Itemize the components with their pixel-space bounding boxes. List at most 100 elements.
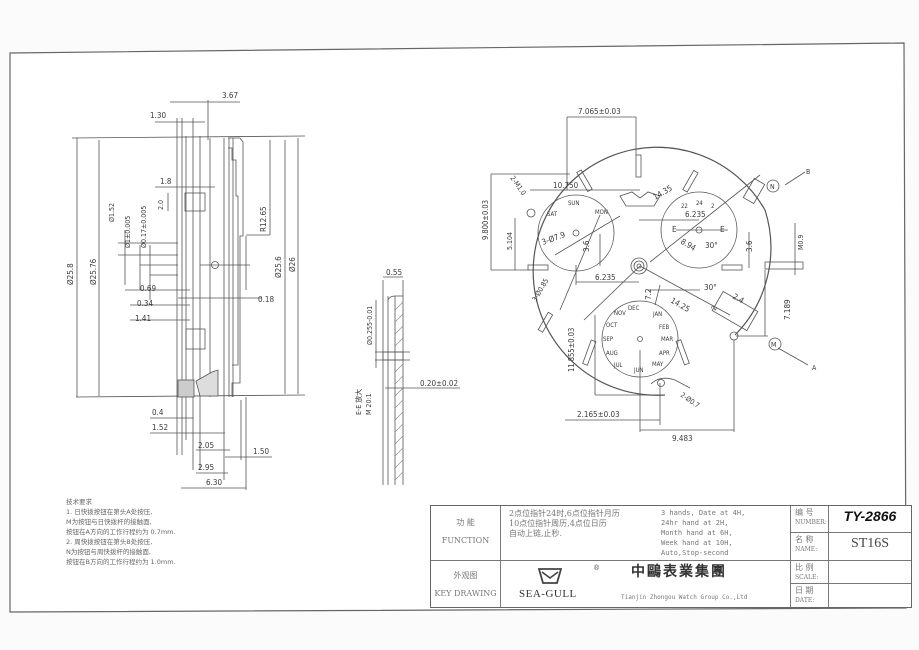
notes-line: N为按钮与周快拨杆的接触面,: [66, 548, 151, 556]
notes-line: M为按钮与日快拨杆的接触面,: [66, 518, 152, 526]
name-label: 名 称 NAME:: [791, 533, 829, 561]
function-en-line: Auto,Stop-second: [661, 549, 729, 557]
svg-text:1.30: 1.30: [150, 111, 166, 120]
svg-text:0.4: 0.4: [152, 408, 164, 417]
function-en-line: 24hr hand at 2H,: [661, 519, 729, 527]
svg-text:7.065±0.03: 7.065±0.03: [578, 107, 621, 116]
notes-line: 按钮在A方向的工作行程约为 0.7mm.: [66, 528, 176, 536]
svg-text:JUL: JUL: [613, 362, 623, 369]
svg-text:2: 2: [710, 305, 719, 312]
brand-area: ® SEA-GULL 中鷗表業集團 Tianjin Zhongou Watch …: [501, 561, 791, 607]
date-label: 日 期 DATE:: [791, 584, 829, 607]
svg-text:30°: 30°: [704, 283, 717, 292]
scale-label-en: SCALE:: [795, 574, 819, 581]
svg-text:0.20±0.02: 0.20±0.02: [420, 379, 458, 388]
svg-text:1.8: 1.8: [160, 177, 172, 186]
scale-label: 比 例 SCALE:: [791, 561, 829, 584]
function-cn-line: 10点位指针周历,4点位日历: [509, 519, 607, 528]
svg-text:3.6: 3.6: [745, 240, 754, 252]
number-label: 编 号 NUMBER:: [791, 506, 829, 533]
svg-text:Ø25.8: Ø25.8: [65, 263, 75, 285]
svg-text:JUN: JUN: [633, 367, 644, 374]
svg-text:5.104: 5.104: [506, 232, 514, 250]
svg-text:0.34: 0.34: [137, 299, 153, 308]
drawing-name: ST16S: [829, 533, 911, 561]
svg-text:APR: APR: [659, 350, 670, 357]
svg-text:E-E 放大: E-E 放大: [354, 389, 363, 415]
svg-text:30°: 30°: [705, 241, 718, 250]
svg-text:1.52: 1.52: [152, 423, 168, 432]
svg-text:B: B: [806, 168, 810, 176]
svg-text:DEC: DEC: [628, 305, 640, 312]
company-name-en: Tianjin Zhongou Watch Group Co.,Ltd: [621, 594, 748, 601]
drawing-number: TY-2866: [829, 506, 911, 533]
name-label-cn: 名 称: [795, 535, 814, 544]
date-label-cn: 日 期: [795, 586, 814, 595]
seagull-logo-icon: [537, 568, 563, 584]
number-label-cn: 编 号: [795, 508, 814, 517]
svg-text:NOV: NOV: [614, 310, 626, 317]
svg-text:AUG: AUG: [606, 350, 618, 357]
section-view-labels: 0.55 Ø0.255-0.01 0.20±0.02 E-E 放大 M 20:1: [354, 268, 458, 415]
drawing-frame: [9, 42, 907, 613]
svg-text:MAY: MAY: [652, 361, 664, 368]
svg-text:E: E: [672, 225, 677, 234]
function-label-en: FUNCTION: [441, 536, 490, 545]
svg-text:1.41: 1.41: [135, 314, 151, 323]
function-en-line: Week hand at 10H,: [661, 539, 733, 547]
date-value: [829, 584, 911, 607]
notes-line: 按钮在B方向的工作行程约为 1.0mm.: [66, 558, 176, 566]
svg-text:SAT: SAT: [547, 211, 558, 218]
notes-line: 2. 周快拨按钮在第头B处按压,: [66, 538, 153, 546]
key-drawing-label: 外观图 KEY DRAWING: [431, 561, 501, 607]
scale-value: [829, 561, 911, 584]
section-view: [375, 276, 460, 485]
svg-text:11.855±0.03: 11.855±0.03: [567, 328, 576, 372]
function-label: 功 能 FUNCTION: [431, 506, 501, 561]
function-label-cn: 功 能: [456, 518, 475, 527]
svg-text:SEP: SEP: [603, 336, 614, 343]
key-drawing-en: KEY DRAWING: [434, 589, 497, 598]
date-label-en: DATE:: [795, 597, 815, 604]
svg-text:M0.9: M0.9: [797, 235, 805, 250]
svg-text:Ø0.255-0.01: Ø0.255-0.01: [366, 306, 374, 345]
svg-text:0.69: 0.69: [140, 284, 156, 293]
function-cn: 2点位指针24时,6点位指针月历 10点位指针周历,4点位日历 自动上链,止秒.: [501, 506, 653, 561]
svg-text:3.67: 3.67: [222, 91, 238, 100]
svg-text:9.800±0.03: 9.800±0.03: [481, 200, 490, 240]
function-en-line: 3 hands, Date at 4H,: [661, 509, 746, 517]
side-view: [71, 100, 306, 490]
svg-text:MON: MON: [595, 209, 608, 216]
svg-text:2.165±0.03: 2.165±0.03: [577, 410, 620, 419]
technical-notes: 技术要求 1. 日快拨按钮在第头A处按压, M为按钮与日快拨杆的接触面, 按钮在…: [66, 497, 246, 567]
svg-text:7.2: 7.2: [644, 289, 653, 300]
registered-mark: ®: [593, 564, 600, 572]
function-cn-line: 2点位指针24时,6点位指针月历: [509, 509, 620, 518]
svg-text:M 20:1: M 20:1: [365, 393, 373, 415]
svg-text:9.483: 9.483: [672, 434, 693, 443]
brand-name: SEA-GULL: [519, 588, 577, 600]
svg-text:2.95: 2.95: [198, 463, 214, 472]
svg-text:Ø26: Ø26: [287, 257, 297, 272]
svg-text:3.6: 3.6: [582, 240, 591, 252]
svg-text:6.235: 6.235: [595, 273, 616, 282]
function-cn-line: 自动上链,止秒.: [509, 529, 563, 538]
svg-text:2.05: 2.05: [198, 441, 214, 450]
svg-text:Ø25.6: Ø25.6: [273, 256, 283, 278]
svg-text:A: A: [812, 364, 817, 372]
notes-title: 技术要求: [66, 498, 92, 506]
key-drawing-cn: 外观图: [453, 571, 478, 580]
svg-text:N: N: [770, 183, 775, 191]
dial-view: [490, 116, 809, 432]
svg-text:6.30: 6.30: [206, 478, 222, 487]
name-label-en: NAME:: [795, 546, 818, 553]
svg-text:1.50: 1.50: [253, 447, 269, 456]
svg-text:R12.65: R12.65: [259, 206, 268, 232]
svg-text:Ø25.76: Ø25.76: [88, 258, 98, 285]
svg-text:10.750: 10.750: [553, 181, 579, 190]
svg-text:2.0: 2.0: [157, 200, 165, 210]
number-label-en: NUMBER:: [795, 519, 827, 526]
svg-text:0.55: 0.55: [386, 268, 402, 277]
svg-text:24: 24: [696, 200, 703, 207]
